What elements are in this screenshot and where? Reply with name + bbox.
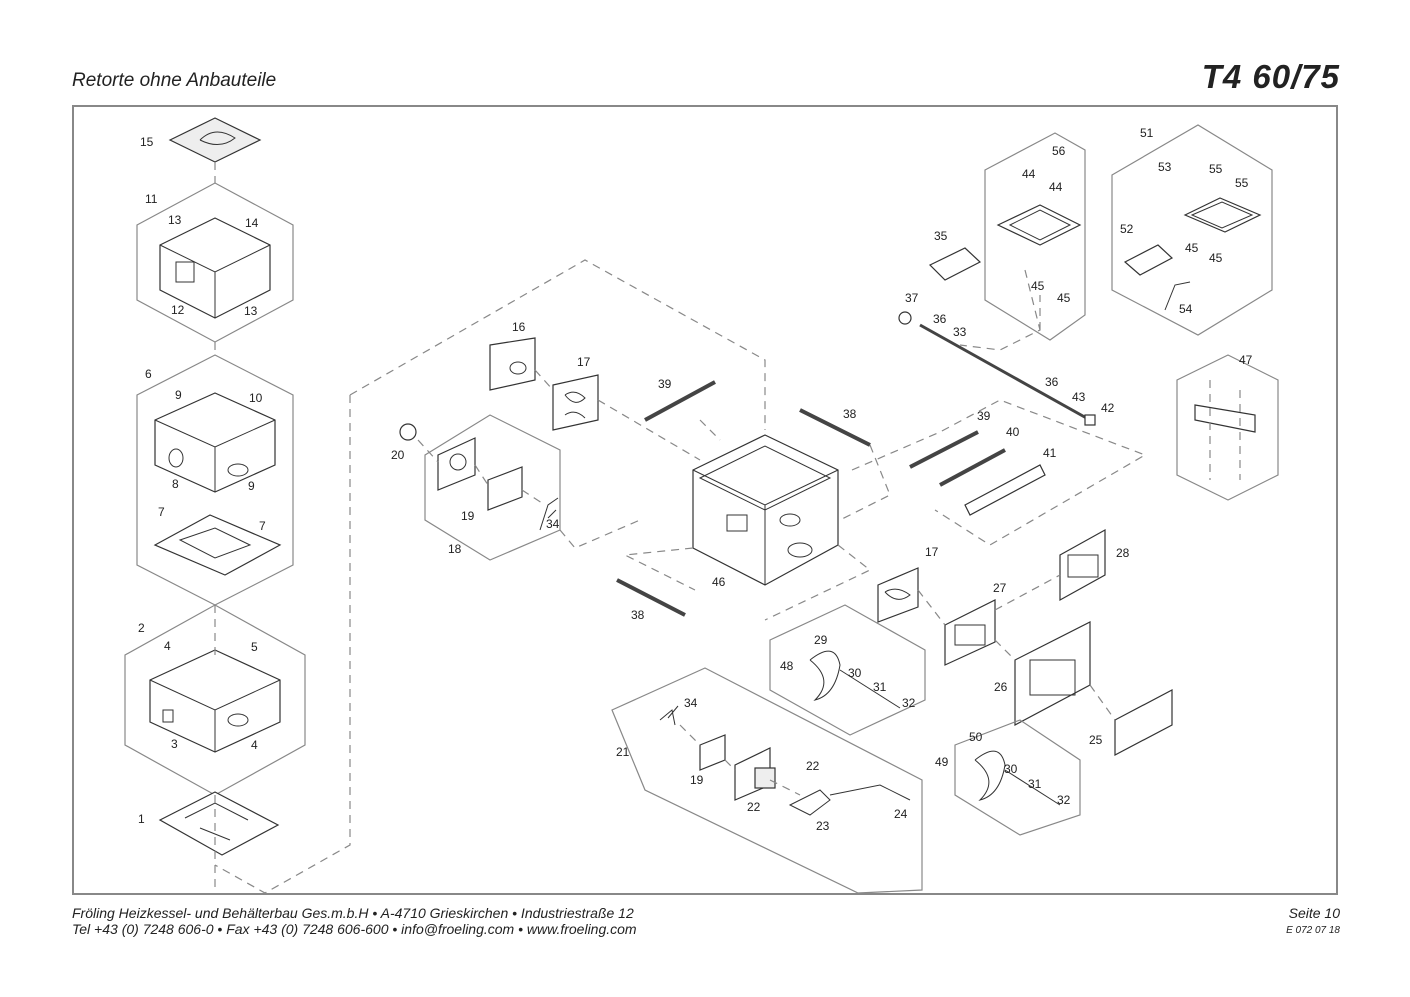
part-label-15: 15: [140, 135, 154, 149]
part-label-37: 37: [905, 291, 919, 305]
part-label-8: 8: [172, 477, 179, 491]
part-label-45c: 45: [1185, 241, 1199, 255]
part-label-45d: 45: [1209, 251, 1223, 265]
part-label-52: 52: [1120, 222, 1134, 236]
part-label-17b: 17: [925, 545, 939, 559]
part-label-27: 27: [993, 581, 1007, 595]
part-label-23: 23: [816, 819, 830, 833]
part-label-7b: 7: [259, 519, 266, 533]
footer-contact: Tel +43 (0) 7248 606-0 • Fax +43 (0) 724…: [72, 921, 637, 937]
part-label-19: 19: [461, 509, 475, 523]
part-label-44: 44: [1022, 167, 1036, 181]
part-label-13: 13: [168, 213, 182, 227]
part-label-56: 56: [1052, 144, 1066, 158]
footer-page-number: Seite 10: [1288, 905, 1340, 921]
part-label-12: 12: [171, 303, 185, 317]
part-label-24: 24: [894, 807, 908, 821]
part-label-46: 46: [712, 575, 726, 589]
diagram-frame: [72, 105, 1338, 895]
part-label-25: 25: [1089, 733, 1103, 747]
part-label-7: 7: [158, 505, 165, 519]
group-box-6: [136, 354, 294, 606]
part-label-42: 42: [1101, 401, 1115, 415]
part-label-41: 41: [1043, 446, 1057, 460]
part-label-45b: 45: [1057, 291, 1071, 305]
part-label-43: 43: [1072, 390, 1086, 404]
part-label-14: 14: [245, 216, 259, 230]
model-designation: T4 60/75: [1201, 58, 1340, 95]
part-label-26: 26: [994, 680, 1008, 694]
part-label-49: 49: [935, 755, 949, 769]
footer-doc-code: E 072 07 18: [1286, 925, 1340, 936]
part-label-1: 1: [138, 812, 145, 826]
group-top-cover: [136, 117, 294, 343]
part-label-30: 30: [848, 666, 862, 680]
part-label-29: 29: [814, 633, 828, 647]
part-label-39: 39: [658, 377, 672, 391]
part-label-10: 10: [249, 391, 263, 405]
part-label-32b: 32: [1057, 793, 1071, 807]
part-label-38: 38: [843, 407, 857, 421]
part-label-34b: 34: [684, 696, 698, 710]
part-label-36: 36: [933, 312, 947, 326]
part-label-55b: 55: [1235, 176, 1249, 190]
part-label-11: 11: [145, 192, 158, 206]
part-label-48: 48: [780, 659, 794, 673]
part-label-35: 35: [934, 229, 948, 243]
part-label-51: 51: [1140, 126, 1154, 140]
part-label-30b: 30: [1004, 762, 1018, 776]
part-label-6: 6: [145, 367, 152, 381]
part-label-22b: 22: [747, 800, 761, 814]
group-base-plate: [158, 791, 280, 856]
part-label-31: 31: [873, 680, 887, 694]
part-label-21: 21: [616, 745, 630, 759]
part-label-40: 40: [1006, 425, 1020, 439]
part-label-22: 22: [806, 759, 820, 773]
part-label-31b: 31: [1028, 777, 1042, 791]
part-label-53: 53: [1158, 160, 1172, 174]
part-label-44b: 44: [1049, 180, 1063, 194]
part-label-47: 47: [1239, 353, 1253, 367]
part-label-32: 32: [902, 696, 916, 710]
part-label-4: 4: [164, 639, 171, 653]
part-label-13b: 13: [244, 304, 258, 318]
part-label-17: 17: [577, 355, 591, 369]
footer-company: Fröling Heizkessel- und Behälterbau Ges.…: [72, 905, 634, 921]
part-label-34: 34: [546, 517, 560, 531]
part-label-50: 50: [969, 730, 983, 744]
part-label-54: 54: [1179, 302, 1193, 316]
part-label-9b: 9: [248, 479, 255, 493]
part-label-19b: 19: [690, 773, 704, 787]
part-label-18: 18: [448, 542, 462, 556]
part-label-36b: 36: [1045, 375, 1059, 389]
part-label-33: 33: [953, 325, 967, 339]
page-title: Retorte ohne Anbauteile: [72, 70, 277, 91]
part-label-2: 2: [138, 621, 145, 635]
part-label-16: 16: [512, 320, 526, 334]
part-label-55: 55: [1209, 162, 1223, 176]
part-label-39b: 39: [977, 409, 991, 423]
group-box-2: [124, 604, 306, 796]
part-label-45: 45: [1031, 279, 1045, 293]
part-label-9: 9: [175, 388, 182, 402]
part-label-3: 3: [171, 737, 178, 751]
part-label-20: 20: [391, 448, 405, 462]
part-label-4b: 4: [251, 738, 258, 752]
part-label-28: 28: [1116, 546, 1130, 560]
part-label-5: 5: [251, 640, 258, 654]
part-label-38b: 38: [631, 608, 645, 622]
